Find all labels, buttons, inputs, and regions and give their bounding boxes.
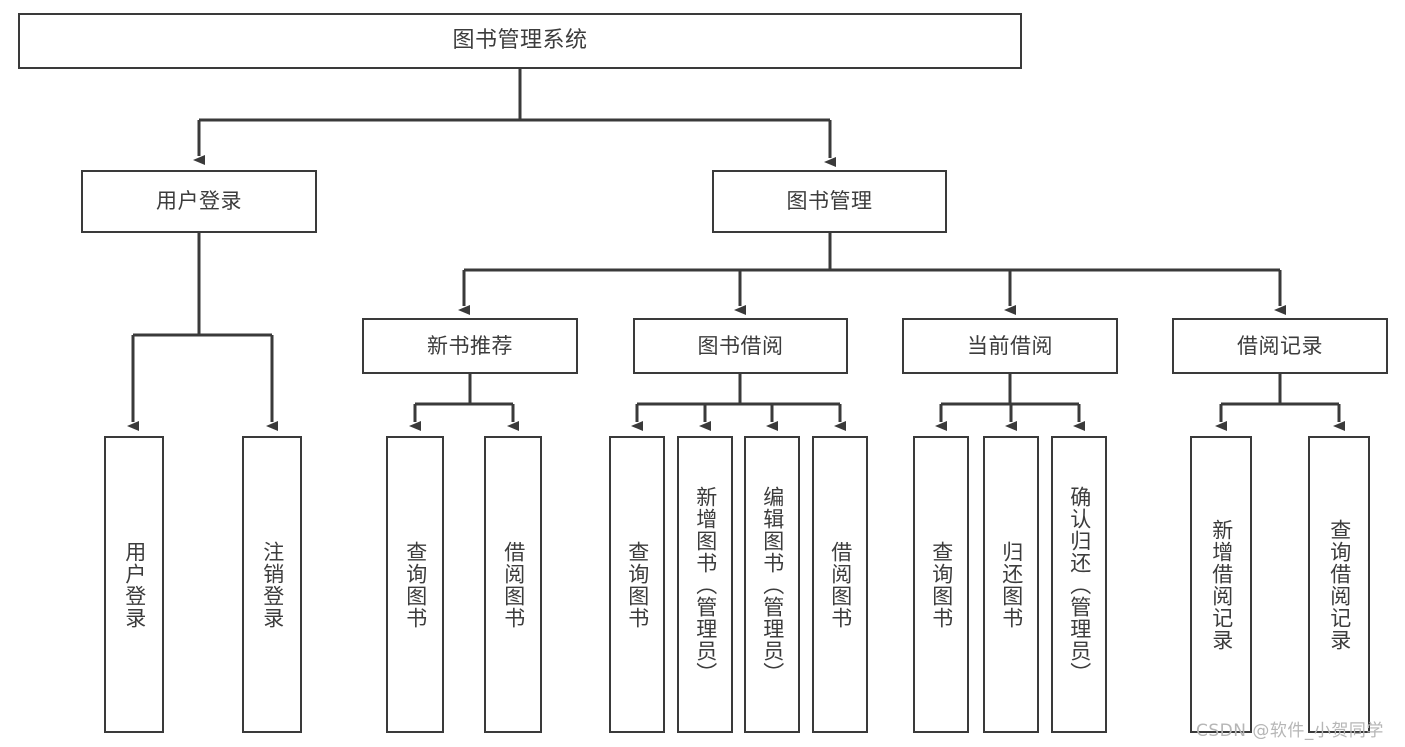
leaf-query-borrow-record[interactable]: 查询借阅记录 [1308,436,1370,733]
node-current-borrow-label: 当前借阅 [967,333,1053,358]
leaf-borrow-book-new-label: 借阅图书 [501,540,526,629]
leaf-add-borrow-record[interactable]: 新增借阅记录 [1190,436,1252,733]
node-new-book-recommend-label: 新书推荐 [427,333,513,358]
leaf-query-borrow-record-label: 查询借阅记录 [1327,518,1352,651]
leaf-logout-login[interactable]: 注销登录 [242,436,302,733]
leaf-confirm-return-admin[interactable]: 确认归还（管理员） [1051,436,1107,733]
node-book-management[interactable]: 图书管理 [712,170,947,233]
leaf-query-book-new-label: 查询图书 [403,540,428,629]
node-book-management-label: 图书管理 [786,189,873,214]
node-root-label: 图书管理系统 [452,28,588,54]
node-borrow-record[interactable]: 借阅记录 [1172,318,1388,374]
leaf-borrow-book-label: 借阅图书 [828,540,853,629]
node-new-book-recommend[interactable]: 新书推荐 [362,318,578,374]
leaf-borrow-book[interactable]: 借阅图书 [812,436,868,733]
leaf-query-book-current[interactable]: 查询图书 [913,436,969,733]
node-current-borrow[interactable]: 当前借阅 [902,318,1118,374]
node-borrow-record-label: 借阅记录 [1237,333,1323,358]
leaf-confirm-return-admin-label: 确认归还（管理员） [1067,485,1092,684]
leaf-query-book-borrow[interactable]: 查询图书 [609,436,665,733]
leaf-borrow-book-new[interactable]: 借阅图书 [484,436,542,733]
node-book-borrow[interactable]: 图书借阅 [633,318,848,374]
leaf-add-book-admin[interactable]: 新增图书（管理员） [677,436,733,733]
leaf-add-book-admin-label: 新增图书（管理员） [693,485,718,684]
leaf-edit-book-admin[interactable]: 编辑图书（管理员） [744,436,800,733]
watermark-text: CSDN @软件_小贺同学 [1196,721,1384,741]
leaf-query-book-new[interactable]: 查询图书 [386,436,444,733]
node-root[interactable]: 图书管理系统 [18,13,1022,69]
leaf-return-book[interactable]: 归还图书 [983,436,1039,733]
leaf-user-login[interactable]: 用户登录 [104,436,164,733]
leaf-logout-login-label: 注销登录 [260,540,285,629]
leaf-query-book-current-label: 查询图书 [929,540,954,629]
leaf-query-book-borrow-label: 查询图书 [625,540,650,629]
leaf-add-borrow-record-label: 新增借阅记录 [1209,518,1234,651]
node-user-login-label: 用户登录 [156,189,242,214]
leaf-edit-book-admin-label: 编辑图书（管理员） [760,485,785,684]
node-book-borrow-label: 图书借阅 [697,333,784,358]
leaf-return-book-label: 归还图书 [999,540,1024,629]
leaf-user-login-label: 用户登录 [122,540,147,629]
node-user-login[interactable]: 用户登录 [81,170,317,233]
